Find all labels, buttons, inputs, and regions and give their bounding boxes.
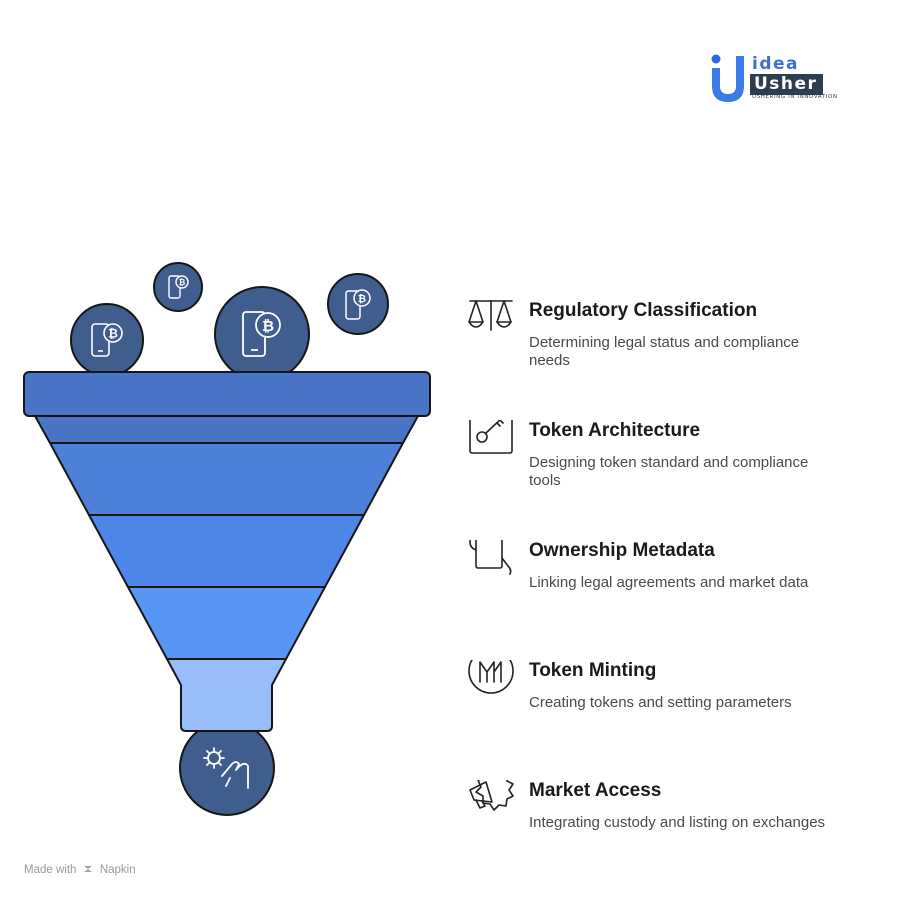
bitcoin-phone-circle-3: ₿ — [214, 286, 310, 382]
bitcoin-phone-icon: ₿ — [168, 275, 189, 299]
step-description: Creating tokens and setting parameters — [529, 694, 792, 711]
svg-text:₿: ₿ — [262, 317, 274, 335]
step-description: Determining legal status and compliance … — [529, 334, 800, 369]
step-title: Ownership Metadata — [529, 540, 715, 561]
key-icon — [469, 420, 513, 454]
document-hand-icon — [469, 540, 512, 575]
funnel-band-3 — [87, 514, 366, 588]
step-description: Linking legal agreements and market data — [529, 574, 809, 591]
logo-mark-icon — [711, 54, 744, 102]
svg-text:₿: ₿ — [358, 293, 366, 305]
logo-word-usher: Usher — [750, 74, 824, 95]
bitcoin-phone-icon: ₿ — [242, 311, 281, 357]
step-description: Designing token standard and compliance … — [529, 454, 809, 489]
bitcoin-phone-icon: ₿ — [345, 289, 371, 320]
made-with-napkin-badge: Made with Napkin — [24, 864, 136, 876]
step-title: Regulatory Classification — [529, 300, 758, 321]
funnel-diagram: ₿ ₿ ₿ ₿ — [23, 262, 431, 816]
napkin-logo-icon — [83, 866, 92, 872]
step-title: Token Architecture — [529, 420, 701, 441]
funnel-band-4 — [126, 586, 327, 660]
funnel-rim — [23, 371, 431, 417]
bitcoin-phone-circle-4: ₿ — [327, 273, 389, 335]
step-description: Integrating custody and listing on excha… — [529, 814, 826, 831]
step-title: Market Access — [529, 780, 662, 801]
bitcoin-phone-circle-2: ₿ — [153, 262, 203, 312]
made-with-label: Made with — [24, 864, 77, 876]
step-title: Token Minting — [529, 660, 657, 681]
bitcoin-phone-circle-1: ₿ — [70, 303, 144, 377]
funnel-band-1 — [33, 415, 420, 444]
megaphone-icon — [469, 780, 514, 811]
logo-tagline: USHERING IN INNOVATION — [752, 94, 838, 100]
svg-text:₿: ₿ — [108, 327, 118, 341]
bitcoin-phone-icon: ₿ — [91, 323, 123, 357]
gear-hand-circle — [179, 720, 275, 816]
funnel-spout — [165, 658, 288, 732]
idea-usher-logo: idea Usher USHERING IN INNOVATION — [708, 52, 838, 104]
scales-icon — [468, 300, 513, 331]
svg-text:₿: ₿ — [179, 278, 186, 287]
funnel-band-2 — [48, 442, 405, 516]
gear-hand-icon — [203, 747, 249, 789]
logo-word-idea: idea — [752, 54, 799, 74]
napkin-brand-label: Napkin — [99, 864, 136, 876]
minting-icon — [468, 660, 514, 694]
